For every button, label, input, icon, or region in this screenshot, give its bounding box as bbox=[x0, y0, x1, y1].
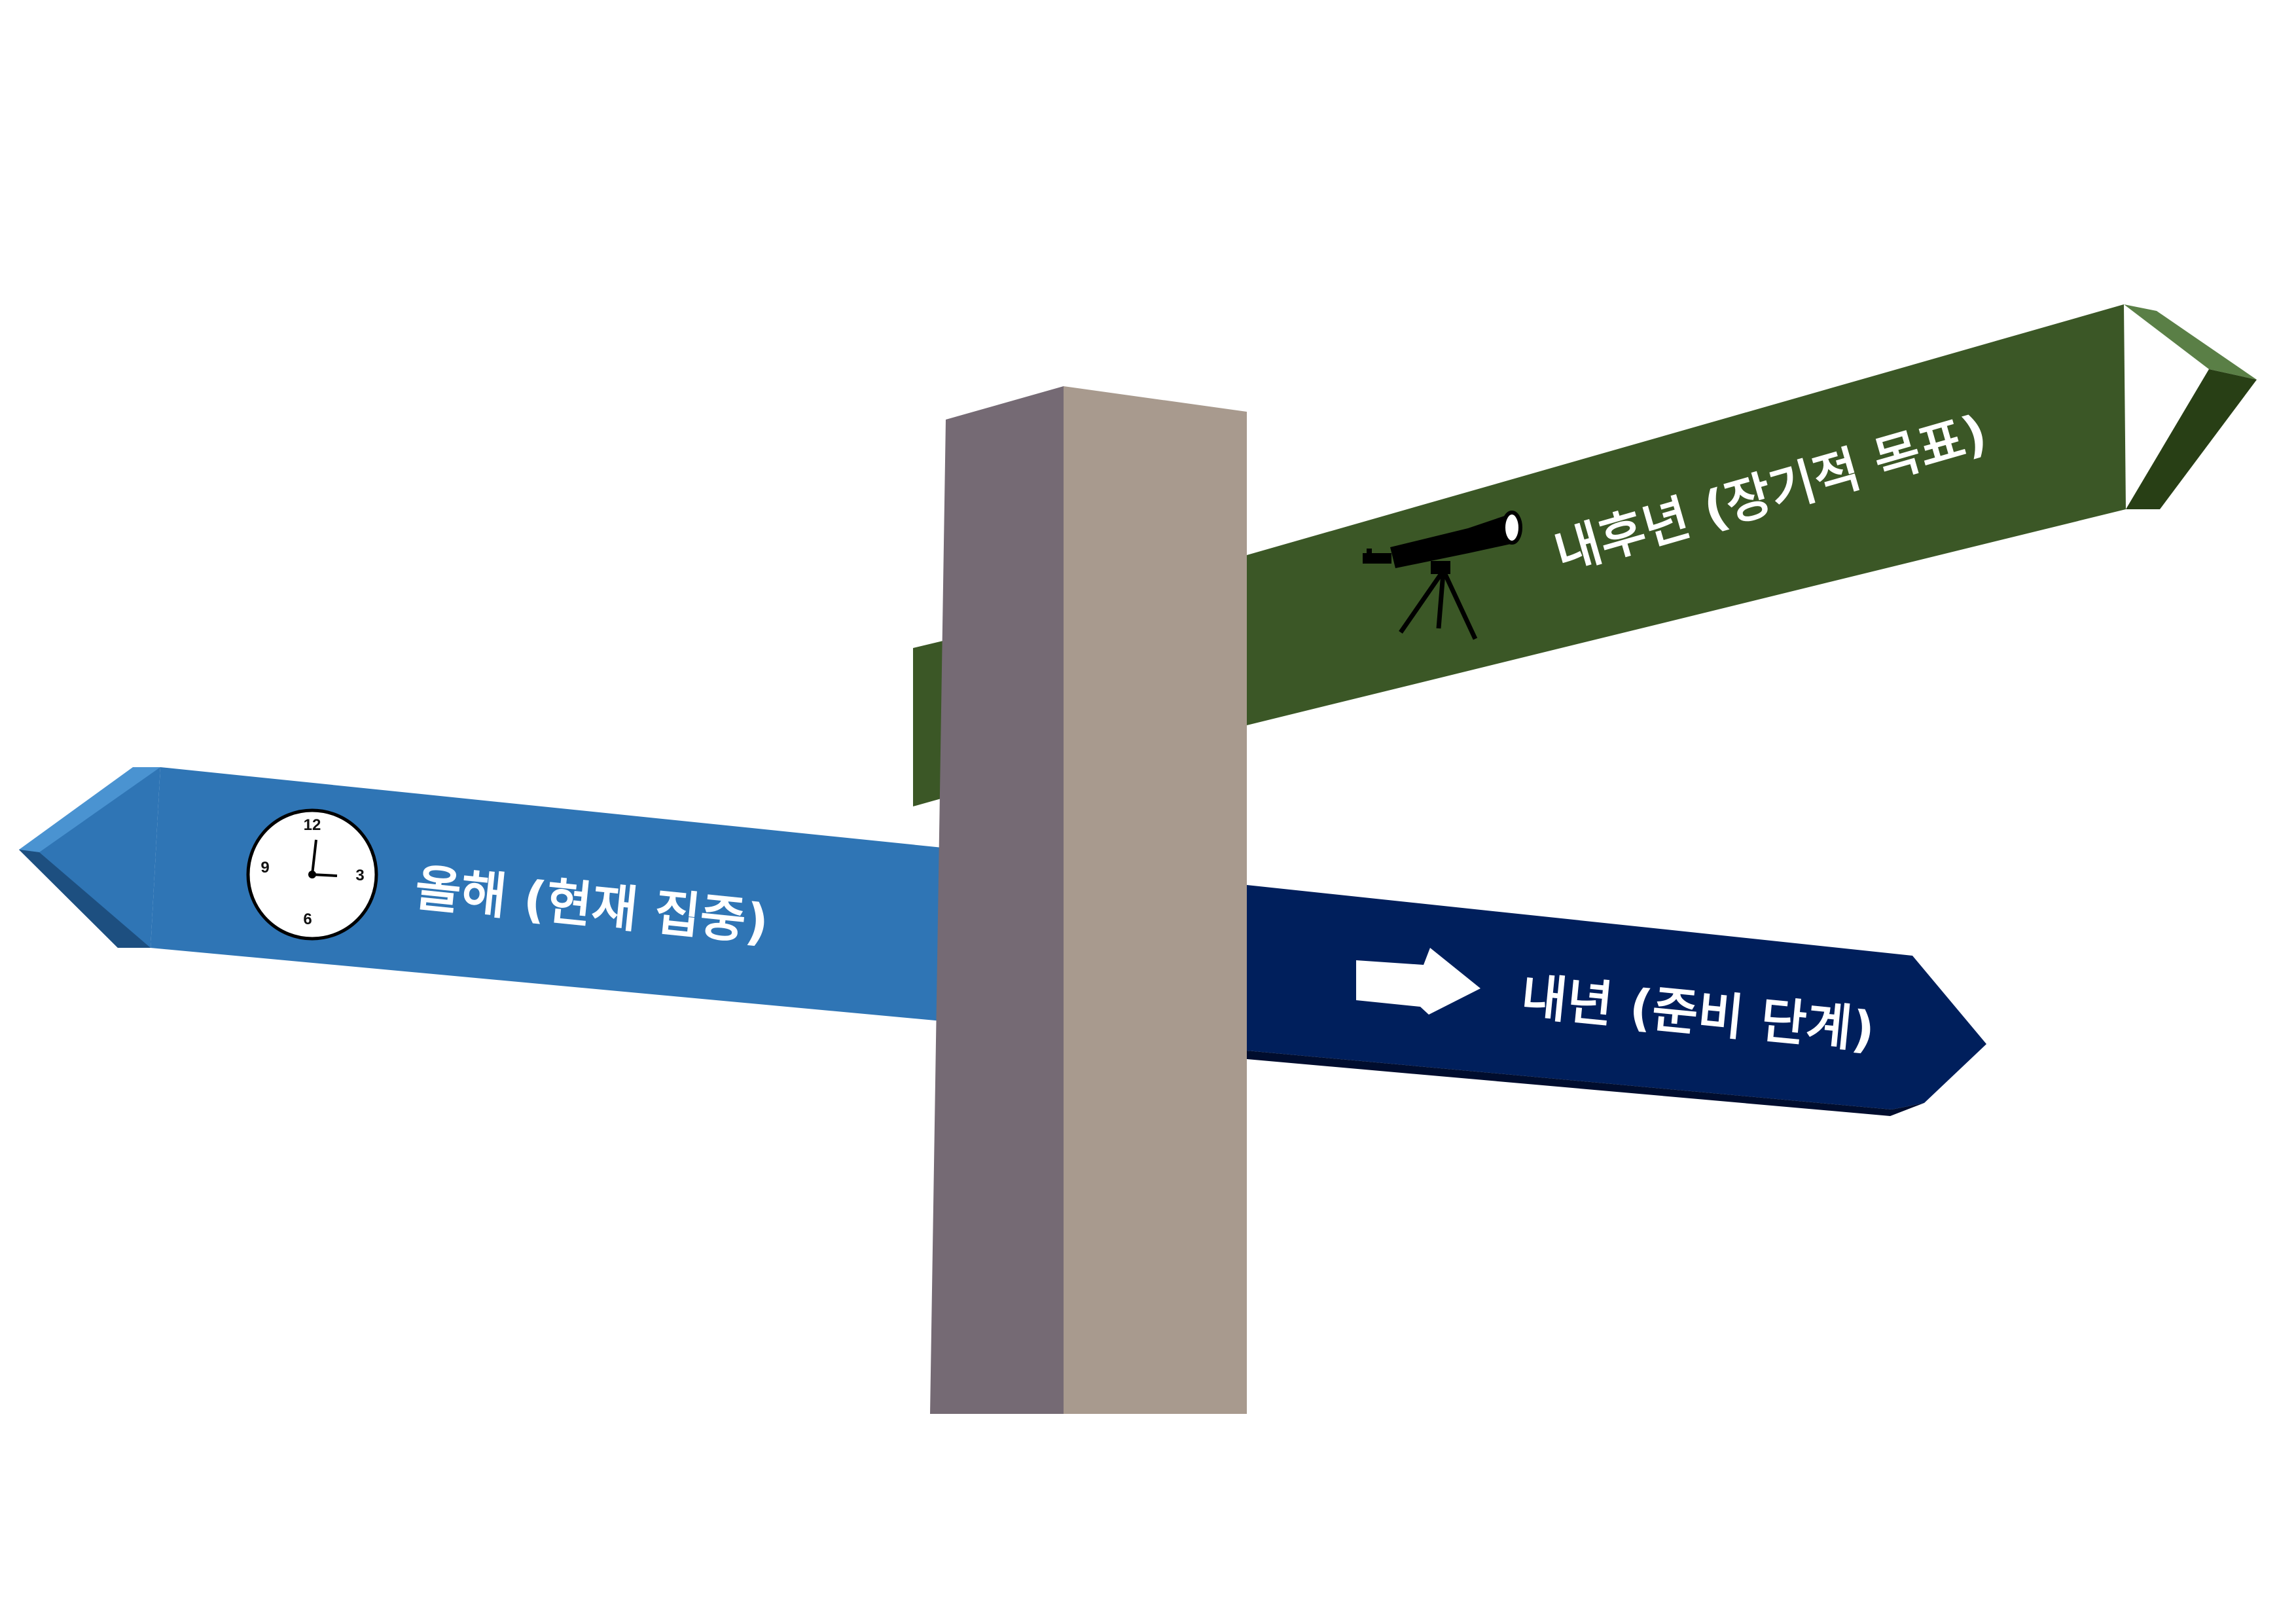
telescope-mount bbox=[1431, 561, 1450, 574]
sign-top: 내후년 (장기적 목표) bbox=[913, 304, 2257, 806]
clock-icon: 12 3 6 9 bbox=[246, 808, 378, 941]
clock-minute-hand bbox=[311, 839, 317, 875]
clock-number-3: 3 bbox=[355, 867, 364, 884]
sign-right-bottom-edge bbox=[1247, 1051, 1924, 1116]
clock-number-12: 12 bbox=[304, 816, 321, 834]
clock-number-6: 6 bbox=[303, 911, 312, 928]
clock-hour-hand bbox=[312, 873, 338, 877]
telescope-lens bbox=[1501, 511, 1522, 545]
telescope-icon bbox=[1363, 511, 1522, 640]
clock-center bbox=[308, 871, 316, 878]
sign-top-tip-lower bbox=[2126, 369, 2257, 509]
sign-right-body bbox=[1247, 885, 1986, 1110]
telescope-eyepiece-knob bbox=[1367, 549, 1372, 556]
signpost-pole bbox=[930, 386, 1247, 1414]
telescope-leg-middle bbox=[1436, 572, 1446, 629]
sign-top-back-stub bbox=[913, 640, 946, 806]
sign-top-tip-upper bbox=[2124, 304, 2257, 380]
sign-left-tip-highlight bbox=[19, 767, 160, 852]
sign-left-tip-upper bbox=[19, 767, 160, 948]
sign-left-tip-shade bbox=[19, 850, 151, 948]
post-right-face bbox=[1064, 386, 1247, 1414]
arrow-right-icon bbox=[1356, 948, 1480, 1015]
clock-number-9: 9 bbox=[260, 859, 269, 876]
sign-right: 내년 (준비 단계) bbox=[1247, 885, 1986, 1116]
post-left-face bbox=[930, 386, 1064, 1414]
sign-left: 12 3 6 9 올해 (현재 집중) bbox=[19, 767, 942, 1021]
telescope-leg-left bbox=[1399, 571, 1444, 634]
telescope-leg-right bbox=[1442, 571, 1478, 640]
telescope-tube bbox=[1390, 514, 1514, 568]
